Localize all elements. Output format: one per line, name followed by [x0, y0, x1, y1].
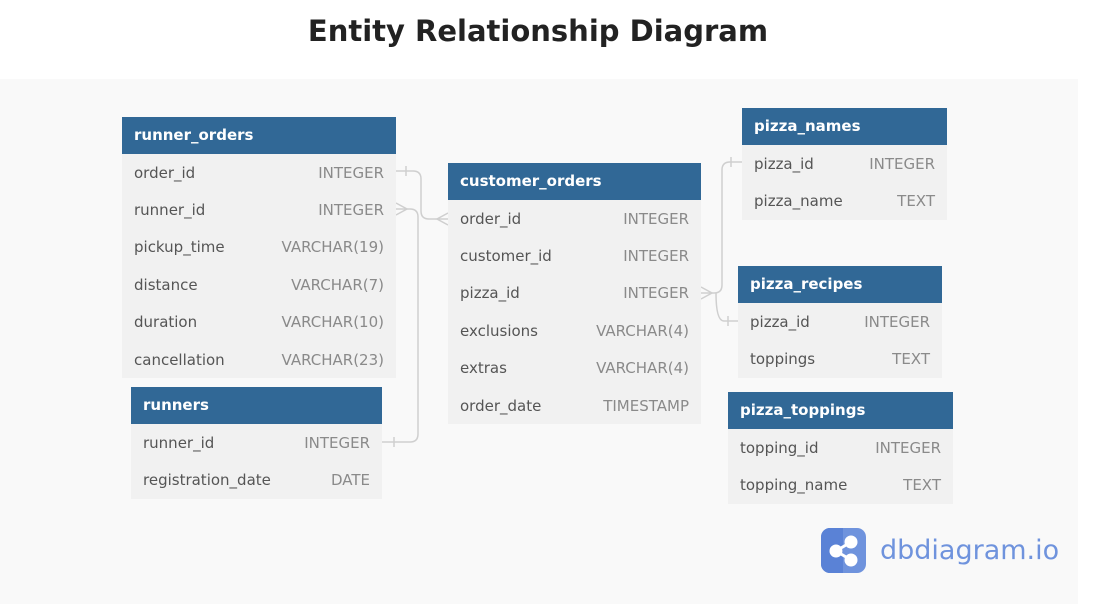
field-type: INTEGER [623, 284, 689, 303]
field-row[interactable]: toppings TEXT [738, 340, 942, 377]
field-type: INTEGER [623, 247, 689, 266]
field-row[interactable]: pizza_id INTEGER [742, 145, 947, 182]
field-row[interactable]: cancellation VARCHAR(23) [122, 341, 396, 378]
field-row[interactable]: topping_id INTEGER [728, 429, 953, 466]
field-type: DATE [330, 471, 370, 490]
field-row[interactable]: extras VARCHAR(4) [448, 350, 701, 387]
field-name: order_date [460, 396, 542, 415]
field-type: TEXT [897, 192, 935, 211]
field-type: INTEGER [864, 312, 930, 331]
field-row[interactable]: pizza_id INTEGER [738, 303, 942, 340]
field-name: distance [134, 275, 198, 294]
field-type: INTEGER [318, 201, 384, 220]
share-icon [821, 528, 866, 573]
field-type: VARCHAR(19) [281, 238, 384, 257]
field-name: toppings [750, 350, 816, 369]
brand-name: dbdiagram.io [880, 535, 1060, 566]
field-type: VARCHAR(10) [281, 313, 384, 332]
field-type: VARCHAR(7) [291, 275, 384, 294]
table-header-runner-orders[interactable]: runner_orders [122, 117, 396, 154]
field-row[interactable]: topping_name TEXT [728, 466, 953, 503]
field-type: TEXT [903, 476, 941, 495]
table-header-customer-orders[interactable]: customer_orders [448, 163, 701, 200]
dbdiagram-brand[interactable]: dbdiagram.io [821, 528, 1059, 573]
table-pizza-recipes[interactable]: pizza_recipes pizza_id INTEGER toppings TE… [738, 266, 942, 378]
field-name: pizza_id [750, 312, 810, 331]
table-header-runners[interactable]: runners [131, 387, 382, 424]
field-type: INTEGER [318, 163, 384, 182]
field-type: VARCHAR(23) [281, 350, 384, 369]
field-row[interactable]: runner_id INTEGER [131, 424, 382, 461]
field-row[interactable]: runner_id INTEGER [122, 191, 396, 228]
field-type: INTEGER [869, 154, 935, 173]
field-row[interactable]: order_id INTEGER [448, 200, 701, 237]
table-header-pizza-recipes[interactable]: pizza_recipes [738, 266, 942, 303]
field-row[interactable]: order_id INTEGER [122, 154, 396, 191]
field-name: extras [460, 359, 507, 378]
table-runners[interactable]: runners runner_id INTEGER registration_da… [131, 387, 382, 499]
field-row[interactable]: registration_date DATE [131, 461, 382, 498]
field-row[interactable]: pizza_id INTEGER [448, 275, 701, 312]
table-pizza-names[interactable]: pizza_names pizza_id INTEGER pizza_name TE… [742, 108, 947, 220]
field-name: duration [134, 313, 198, 332]
field-name: order_id [134, 163, 196, 182]
field-row[interactable]: distance VARCHAR(7) [122, 266, 396, 303]
page-title: Entity Relationship Diagram [307, 14, 769, 48]
field-name: cancellation [134, 350, 225, 369]
field-row[interactable]: customer_id INTEGER [448, 237, 701, 274]
field-type: INTEGER [623, 209, 689, 228]
table-header-pizza-toppings[interactable]: pizza_toppings [728, 392, 953, 429]
field-name: pizza_id [460, 284, 520, 303]
field-type: INTEGER [875, 438, 941, 457]
field-name: order_id [460, 209, 522, 228]
table-header-pizza-names[interactable]: pizza_names [742, 108, 947, 145]
field-name: runner_id [134, 201, 206, 220]
field-row[interactable]: pizza_name TEXT [742, 182, 947, 219]
field-name: topping_id [740, 438, 819, 457]
field-type: VARCHAR(4) [596, 321, 689, 340]
connector-pizza-names-pizza-id [701, 161, 742, 294]
field-name: topping_name [740, 476, 848, 495]
field-type: TEXT [892, 350, 930, 369]
field-name: exclusions [460, 321, 538, 340]
field-name: registration_date [143, 471, 271, 490]
connector-pizza-recipes-pizza-id [715, 292, 738, 322]
field-name: pickup_time [134, 238, 225, 257]
field-name: customer_id [460, 247, 552, 266]
table-pizza-toppings[interactable]: pizza_toppings topping_id INTEGER topping… [728, 392, 953, 504]
field-type: TIMESTAMP [603, 396, 689, 415]
field-name: pizza_id [754, 154, 814, 173]
field-type: VARCHAR(4) [596, 359, 689, 378]
field-row[interactable]: exclusions VARCHAR(4) [448, 312, 701, 349]
field-row[interactable]: duration VARCHAR(10) [122, 304, 396, 341]
field-name: pizza_name [754, 192, 843, 211]
connector-runners-runner-id [382, 208, 419, 443]
field-type: INTEGER [304, 433, 370, 452]
field-name: runner_id [143, 433, 215, 452]
field-row[interactable]: order_date TIMESTAMP [448, 387, 701, 424]
connector-runner-orders-order-id [396, 170, 448, 220]
field-row[interactable]: pickup_time VARCHAR(19) [122, 229, 396, 266]
